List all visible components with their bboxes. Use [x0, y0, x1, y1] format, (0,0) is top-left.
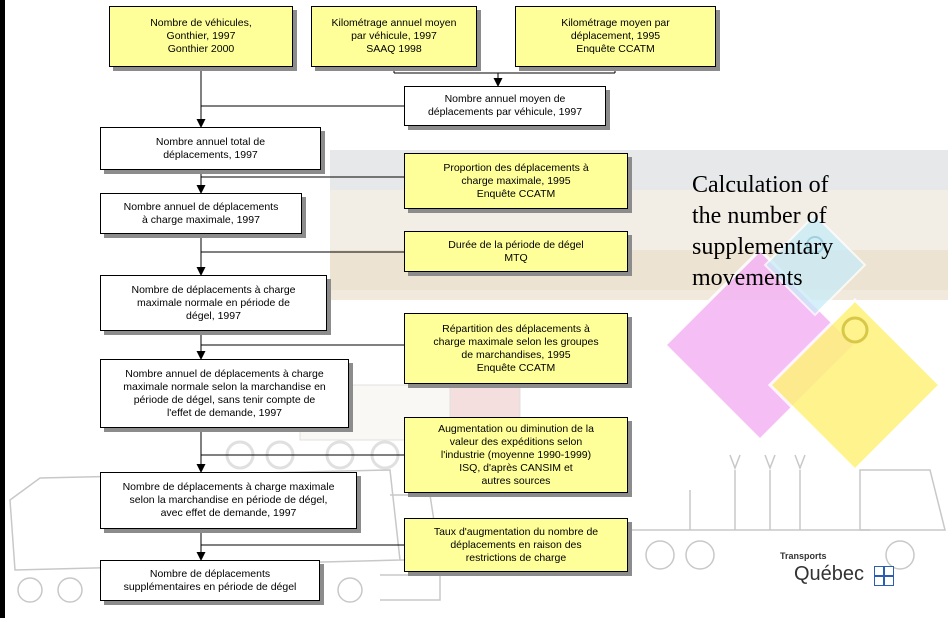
transports-quebec-logo: Transports Québec — [762, 547, 902, 595]
box-thaw-period-duration: Durée de la période de dégel MTQ — [404, 231, 628, 272]
page-left-border — [0, 0, 5, 618]
box-proportion-max-load: Proportion des déplacements à charge max… — [404, 153, 628, 209]
box-max-load-thaw-trips: Nombre de déplacements à charge maximale… — [100, 275, 327, 331]
box-number-of-vehicles: Nombre de véhicules, Gonthier, 1997 Gont… — [109, 6, 293, 67]
box-supplementary-trips-thaw: Nombre de déplacements supplémentaires e… — [100, 560, 320, 601]
quebec-flag-icon — [874, 566, 894, 586]
logo-main-text: Québec — [794, 563, 865, 585]
box-total-annual-trips: Nombre annuel total de déplacements, 199… — [100, 127, 321, 170]
box-shipment-value-change: Augmentation ou diminution de la valeur … — [404, 417, 628, 493]
box-distribution-by-goods: Répartition des déplacements à charge ma… — [404, 313, 628, 384]
box-trip-increase-rate: Taux d'augmentation du nombre de déplace… — [404, 518, 628, 572]
box-annual-trips-per-vehicle: Nombre annuel moyen de déplacements par … — [404, 86, 606, 126]
box-annual-max-load-trips: Nombre annuel de déplacements à charge m… — [100, 193, 302, 234]
box-average-km-per-trip: Kilométrage moyen par déplacement, 1995 … — [515, 6, 716, 67]
hazard-placard-illustration — [662, 213, 943, 473]
box-trips-with-demand-effect: Nombre de déplacements à charge maximale… — [100, 472, 357, 529]
logo-small-text: Transports — [780, 551, 827, 561]
box-annual-km-per-vehicle: Kilométrage annuel moyen par véhicule, 1… — [311, 6, 477, 67]
slide-title: Calculation of the number of supplementa… — [692, 172, 834, 291]
box-annual-trips-by-goods: Nombre annuel de déplacements à charge m… — [100, 359, 349, 428]
flatbed-truck-illustration — [630, 454, 946, 570]
